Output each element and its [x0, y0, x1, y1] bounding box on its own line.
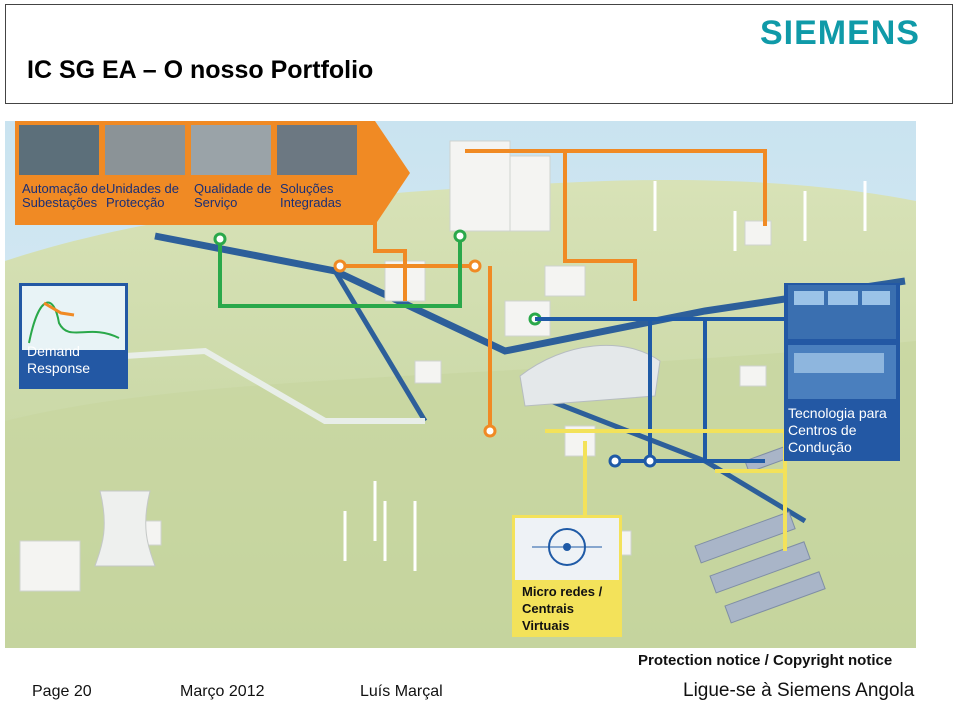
portfolio-banner: [15, 121, 410, 225]
protection-notice: Protection notice / Copyright notice: [638, 652, 893, 669]
date: Março 2012: [180, 683, 265, 700]
author: Luís Marçal: [360, 683, 443, 700]
microgrids-label: Micro redes / Centrais Virtuais: [522, 584, 603, 633]
title-frame: [5, 4, 953, 104]
demand-response-label: Demand Response: [27, 343, 91, 376]
load-curve-chart: [22, 286, 125, 350]
portfolio-protection-units: Unidades de Protecção: [106, 181, 179, 210]
portfolio-substation-automation: Automação de Subestações: [22, 181, 106, 210]
microgrid-diagram: [515, 518, 619, 580]
portfolio-integrated-solutions: Soluções Integradas: [280, 181, 342, 210]
slide-title: IC SG EA – O nosso Portfolio: [27, 56, 374, 84]
page-number: Page 20: [32, 683, 92, 700]
tagline: Ligue-se à Siemens Angola: [683, 680, 915, 701]
control-centers-label: Tecnologia para Centros de Condução: [788, 405, 887, 455]
portfolio-service-quality: Qualidade de Serviço: [194, 181, 272, 210]
siemens-logo: SIEMENS: [759, 14, 920, 52]
demand-response-box: Demand Response: [19, 283, 128, 389]
control-centers-box: Tecnologia para Centros de Condução: [784, 283, 900, 461]
microgrids-box: Micro redes / Centrais Virtuais: [512, 515, 622, 637]
control-room-image: [788, 285, 896, 399]
